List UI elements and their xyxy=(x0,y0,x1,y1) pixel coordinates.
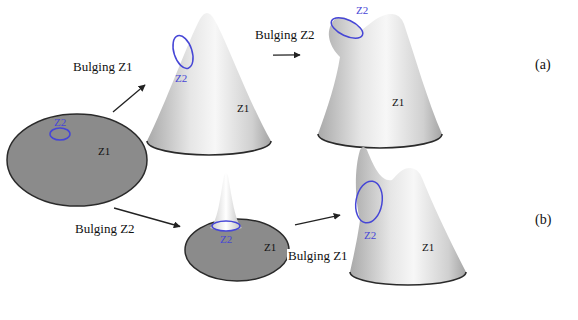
surface-outline xyxy=(50,128,70,140)
surface-outline xyxy=(147,141,271,155)
zone-label: Z2 xyxy=(220,234,232,245)
surface-outline xyxy=(353,179,386,225)
surface-shape: Z2Z1 xyxy=(5,112,150,208)
panel-label: (b) xyxy=(535,213,551,227)
surface-outline xyxy=(7,114,147,206)
arrow xyxy=(273,54,300,56)
surface-shape: Z2Z1 xyxy=(340,140,465,288)
surface-illustration xyxy=(300,2,445,152)
surface-outline xyxy=(318,134,442,148)
zone-label: Z1 xyxy=(392,97,404,108)
zone-label: Z2 xyxy=(175,73,187,84)
panel-label: (a) xyxy=(535,58,551,72)
surface-outline xyxy=(210,173,242,231)
zone-label: Z1 xyxy=(264,242,276,253)
surface-outline xyxy=(318,14,442,148)
zone-label: Z1 xyxy=(98,146,110,157)
surface-outline xyxy=(350,272,466,285)
arrow xyxy=(295,215,340,225)
surface-outline xyxy=(147,13,271,155)
zone-label: Z2 xyxy=(356,5,368,16)
surface-outline xyxy=(350,147,466,285)
surface-illustration xyxy=(340,140,465,288)
surface-shape: Z2Z1 xyxy=(180,168,295,285)
surface-illustration xyxy=(5,112,150,208)
zone-label: Z1 xyxy=(422,242,434,253)
edge-label: Bulging Z2 xyxy=(254,28,316,42)
edge-label: Bulging Z1 xyxy=(72,60,134,74)
zone-label: Z2 xyxy=(54,117,66,128)
arrow xyxy=(113,85,145,112)
surface-outline xyxy=(212,221,240,231)
zone-label: Z2 xyxy=(364,230,376,241)
edge-label: Bulging Z2 xyxy=(74,222,136,236)
surface-outline xyxy=(169,33,197,71)
zone-label: Z1 xyxy=(237,103,249,114)
surface-outline xyxy=(328,14,366,43)
surface-outline xyxy=(185,219,289,281)
surface-illustration xyxy=(180,168,295,285)
edge-label: Bulging Z1 xyxy=(287,249,349,263)
surface-shape: Z2Z1 xyxy=(300,2,445,152)
